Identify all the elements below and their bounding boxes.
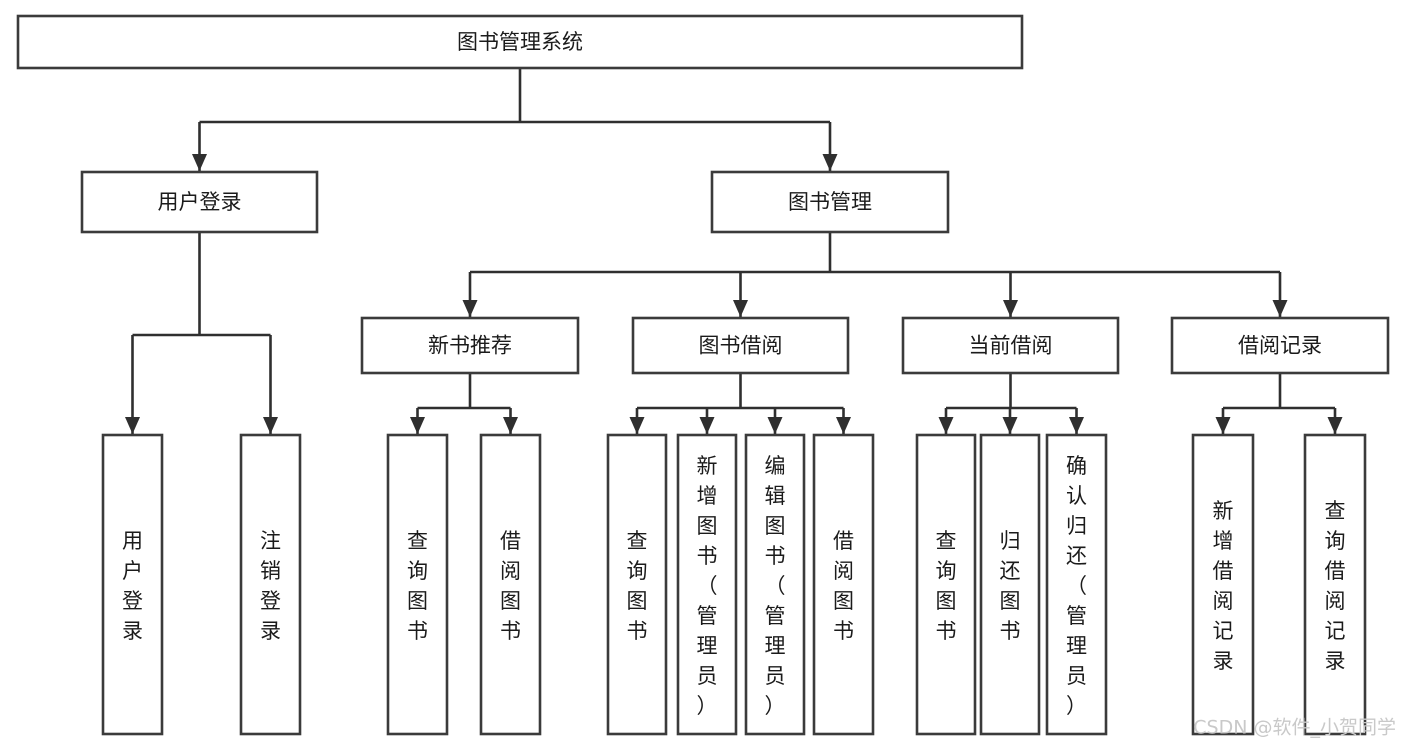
node-box-查询图书[interactable]	[386, 433, 449, 736]
arrowhead-user-login-0	[125, 417, 140, 434]
node-借阅图书[interactable]: 借阅图书	[812, 433, 875, 736]
arrowhead-lvl3-3-1	[1327, 417, 1343, 434]
node-label-图书管理: 图书管理	[788, 190, 872, 214]
arrowhead-book-management-0	[462, 300, 478, 317]
node-box-查询图书[interactable]	[606, 433, 668, 736]
node-box-当前借阅[interactable]	[901, 316, 1120, 375]
node-查询图书[interactable]: 查询图书	[386, 433, 449, 736]
node-label-查询图书: 查询图书	[936, 529, 957, 643]
node-label-借阅图书: 借阅图书	[500, 529, 521, 643]
arrowhead-lvl3-2-0	[938, 417, 954, 434]
arrowhead-lvl3-1-3	[836, 417, 851, 434]
arrowhead-root-0	[192, 154, 207, 171]
node-box-查询图书[interactable]	[915, 433, 977, 736]
node-label-新书推荐: 新书推荐	[428, 334, 512, 358]
arrowhead-lvl3-3-0	[1215, 417, 1231, 434]
node-新增借阅记录[interactable]: 新增借阅记录	[1191, 433, 1255, 736]
node-label-借阅记录: 借阅记录	[1238, 334, 1322, 358]
node-label-用户登录: 用户登录	[158, 190, 242, 214]
arrowhead-lvl3-2-2	[1069, 417, 1084, 434]
node-当前借阅[interactable]: 当前借阅	[901, 316, 1120, 375]
node-label-新增借阅记录: 新增借阅记录	[1213, 499, 1234, 673]
node-新增图书管理员[interactable]: 新增图书（管理员）	[676, 433, 738, 736]
arrowhead-book-management-3	[1272, 300, 1288, 317]
node-借阅记录[interactable]: 借阅记录	[1170, 316, 1390, 375]
arrowhead-lvl3-1-0	[629, 417, 645, 434]
node-box-编辑图书管理员[interactable]	[744, 433, 806, 736]
node-box-归还图书[interactable]	[979, 433, 1041, 736]
node-图书管理[interactable]: 图书管理	[710, 170, 950, 234]
node-box-新增图书管理员[interactable]	[676, 433, 738, 736]
node-layer: 图书管理系统用户登录图书管理新书推荐图书借阅当前借阅借阅记录用户登录注销登录查询…	[16, 14, 1390, 736]
node-box-注销登录[interactable]	[239, 433, 302, 736]
node-查询图书[interactable]: 查询图书	[915, 433, 977, 736]
arrowhead-book-management-2	[1003, 300, 1018, 317]
arrowhead-lvl3-0-1	[503, 417, 518, 434]
node-图书管理系统[interactable]: 图书管理系统	[16, 14, 1024, 70]
node-label-用户登录: 用户登录	[122, 529, 143, 643]
node-box-查询借阅记录[interactable]	[1303, 433, 1367, 736]
arrowhead-lvl3-1-1	[699, 417, 715, 434]
arrowhead-user-login-1	[263, 417, 278, 434]
node-用户登录[interactable]: 用户登录	[101, 433, 164, 736]
node-label-图书管理系统: 图书管理系统	[457, 30, 583, 54]
node-box-图书管理系统[interactable]	[16, 14, 1024, 70]
node-box-新书推荐[interactable]	[360, 316, 580, 375]
node-归还图书[interactable]: 归还图书	[979, 433, 1041, 736]
node-label-当前借阅: 当前借阅	[969, 334, 1053, 358]
node-确认归还管理员[interactable]: 确认归还（管理员）	[1045, 433, 1108, 736]
arrowhead-book-management-1	[733, 300, 748, 317]
node-label-图书借阅: 图书借阅	[699, 334, 783, 358]
node-box-用户登录[interactable]	[80, 170, 319, 234]
csdn-watermark: CSDN @软件_小贺同学	[1193, 717, 1396, 739]
node-box-图书借阅[interactable]	[631, 316, 850, 375]
node-label-查询图书: 查询图书	[627, 529, 648, 643]
node-label-归还图书: 归还图书	[1000, 529, 1021, 643]
node-box-用户登录[interactable]	[101, 433, 164, 736]
node-label-编辑图书管理员: 编辑图书（管理员）	[765, 454, 786, 718]
arrowhead-root-1	[822, 154, 838, 171]
node-label-新增图书管理员: 新增图书（管理员）	[697, 454, 718, 718]
node-label-查询借阅记录: 查询借阅记录	[1325, 499, 1346, 673]
node-label-确认归还管理员: 确认归还（管理员）	[1066, 454, 1087, 718]
node-box-借阅记录[interactable]	[1170, 316, 1390, 375]
node-编辑图书管理员[interactable]: 编辑图书（管理员）	[744, 433, 806, 736]
node-label-借阅图书: 借阅图书	[833, 529, 854, 643]
node-注销登录[interactable]: 注销登录	[239, 433, 302, 736]
node-label-查询图书: 查询图书	[407, 529, 428, 643]
arrowhead-lvl3-2-1	[1002, 417, 1018, 434]
node-查询借阅记录[interactable]: 查询借阅记录	[1303, 433, 1367, 736]
node-查询图书[interactable]: 查询图书	[606, 433, 668, 736]
arrowhead-lvl3-1-2	[767, 417, 783, 434]
node-box-借阅图书[interactable]	[479, 433, 542, 736]
node-用户登录[interactable]: 用户登录	[80, 170, 319, 234]
node-借阅图书[interactable]: 借阅图书	[479, 433, 542, 736]
node-label-注销登录: 注销登录	[260, 529, 281, 643]
node-box-新增借阅记录[interactable]	[1191, 433, 1255, 736]
node-box-图书管理[interactable]	[710, 170, 950, 234]
connector-layer	[125, 68, 1343, 434]
node-图书借阅[interactable]: 图书借阅	[631, 316, 850, 375]
arrowhead-lvl3-0-0	[410, 417, 425, 434]
node-新书推荐[interactable]: 新书推荐	[360, 316, 580, 375]
node-box-确认归还管理员[interactable]	[1045, 433, 1108, 736]
node-box-借阅图书[interactable]	[812, 433, 875, 736]
